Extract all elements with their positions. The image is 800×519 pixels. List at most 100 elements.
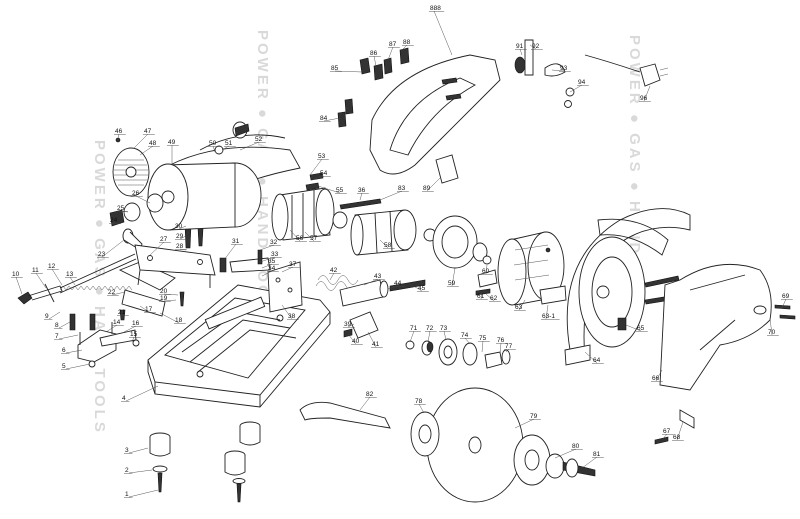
callout-leader-34: [261, 270, 273, 277]
callout-label-63-1: 63-1: [542, 313, 555, 320]
callout-leader-63-1: [545, 304, 549, 320]
callout-leader-93: [551, 69, 565, 72]
callout-leader-63: [518, 299, 526, 311]
callout-label-45: 45: [418, 285, 426, 292]
callout-label-88: 88: [403, 39, 411, 46]
callout-label-54: 54: [320, 170, 328, 177]
callout-label-70: 70: [768, 329, 776, 336]
callout-leader-82: [359, 396, 371, 411]
callout-label-85: 85: [331, 65, 339, 72]
callout-leader-69: [781, 298, 787, 309]
callout-label-46: 46: [115, 128, 123, 135]
callout-leader-72: [427, 330, 431, 343]
gear-housing-group: [472, 231, 567, 306]
callout-label-31: 31: [232, 238, 240, 245]
callout-label-39: 39: [344, 321, 352, 328]
callout-leader-42: [329, 272, 335, 281]
callout-label-53: 53: [318, 153, 326, 160]
callout-leader-9: [48, 311, 61, 320]
callout-leader-52: [239, 141, 260, 151]
callout-leader-13: [69, 276, 76, 286]
callout-leader-94: [569, 84, 583, 93]
callout-leader-3: [128, 447, 149, 454]
callout-leader-26: [135, 195, 151, 204]
callout-label-3: 3: [125, 447, 129, 454]
callout-label-5: 5: [62, 363, 66, 370]
callout-label-37: 37: [289, 261, 297, 268]
callout-label-13: 13: [66, 271, 74, 278]
watermark-bottom-left: POWER ● GAS ● HAND TOOLS: [91, 140, 108, 435]
callout-label-30: 30: [175, 223, 183, 230]
callout-leader-53: [309, 158, 323, 176]
callout-leader-10: [15, 276, 23, 295]
callout-label-60: 60: [482, 268, 490, 275]
callout-label-4: 4: [122, 395, 126, 402]
callout-leader-83: [379, 190, 403, 201]
callout-label-44: 44: [394, 280, 402, 287]
callout-label-62: 62: [490, 295, 498, 302]
callout-leader-39: [347, 323, 355, 328]
callout-label-56: 56: [296, 235, 304, 242]
callout-leader-55: [317, 185, 341, 194]
pivot-group: [229, 257, 426, 339]
callout-leader-14: [105, 324, 118, 333]
callout-label-55: 55: [336, 187, 344, 194]
callout-label-34: 34: [268, 265, 276, 272]
callout-label-68: 68: [673, 434, 681, 441]
callout-label-48: 48: [149, 140, 157, 147]
callout-label-8: 8: [55, 322, 59, 329]
callout-leader-40: [347, 333, 357, 345]
callout-label-11: 11: [32, 267, 39, 274]
callout-label-16: 16: [132, 320, 140, 327]
handle-group: [369, 39, 669, 175]
callout-label-94: 94: [578, 79, 586, 86]
callout-label-888: 888: [430, 5, 441, 12]
callout-leader-79: [514, 418, 535, 429]
callout-leader-43: [363, 278, 379, 286]
callout-leader-76: [499, 342, 502, 355]
callout-label-18: 18: [175, 317, 183, 324]
callout-label-40: 40: [352, 338, 360, 345]
callout-leader-87: [387, 46, 394, 61]
callout-leader-65: [625, 324, 642, 332]
callout-label-36: 36: [358, 187, 366, 194]
callout-label-29: 29: [176, 233, 184, 240]
callout-label-33: 33: [271, 251, 279, 258]
callout-label-59: 59: [448, 280, 456, 287]
callout-label-91: 91: [516, 43, 524, 50]
callout-label-79: 79: [530, 413, 538, 420]
callout-label-12: 12: [48, 263, 56, 270]
callout-label-51: 51: [225, 140, 233, 147]
callout-label-81: 81: [593, 451, 601, 458]
bracket-group: [134, 224, 216, 288]
callout-leader-23: [101, 239, 125, 258]
callout-label-77: 77: [505, 343, 513, 350]
callout-label-96: 96: [640, 95, 648, 102]
callout-label-78: 78: [415, 398, 423, 405]
callout-leader-64: [584, 351, 598, 364]
callout-leader-46: [117, 133, 120, 141]
callout-leader-6: [65, 349, 83, 354]
callout-label-93: 93: [560, 65, 568, 72]
callout-leader-57: [304, 231, 315, 242]
callout-label-14: 14: [113, 319, 121, 326]
callout-leader-8: [58, 321, 71, 329]
callout-leader-32: [259, 244, 275, 251]
callout-leader-56: [289, 229, 301, 242]
callout-label-42: 42: [330, 267, 338, 274]
callout-label-74: 74: [461, 332, 469, 339]
callout-leader-75: [481, 340, 484, 353]
callout-label-23: 23: [98, 251, 106, 258]
callout-label-61: 61: [477, 293, 485, 300]
armature-group: [271, 187, 478, 269]
callout-label-72: 72: [426, 325, 434, 332]
callout-leader-11: [35, 272, 47, 289]
callout-leader-22: [111, 291, 126, 296]
callout-label-43: 43: [374, 273, 382, 280]
callout-leader-92: [529, 44, 537, 50]
callout-label-69: 69: [782, 293, 790, 300]
callout-label-89: 89: [423, 185, 431, 192]
callout-leader-29: [179, 235, 187, 240]
